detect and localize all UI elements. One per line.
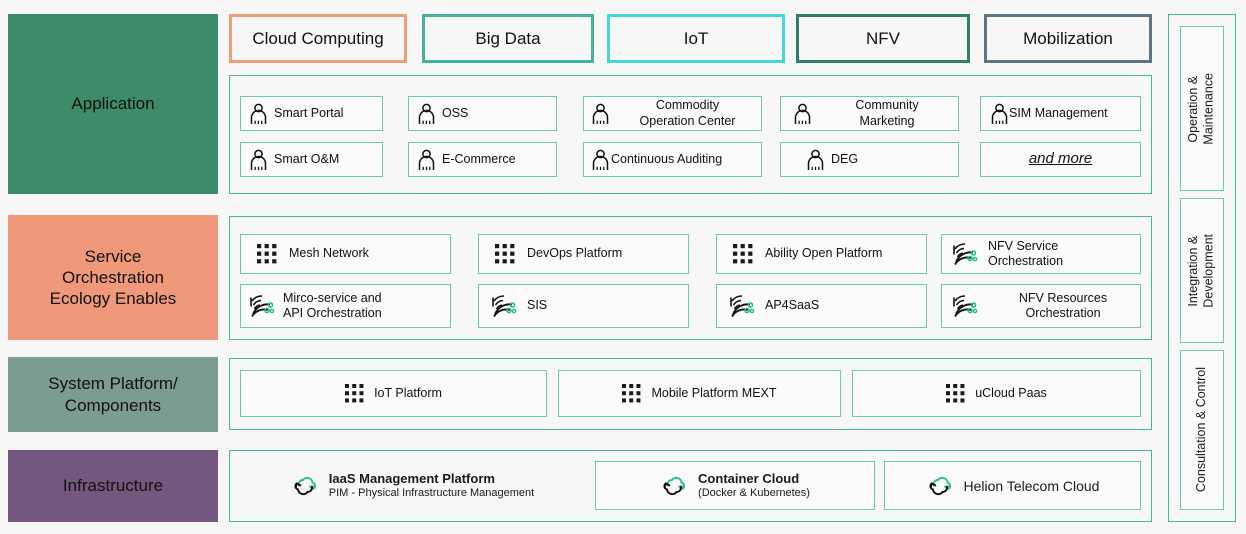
app-item-sim-management[interactable]: SIM Management <box>980 96 1141 131</box>
system-item-label: IoT Platform <box>374 385 442 400</box>
person-icon <box>591 103 610 125</box>
person-icon <box>417 103 436 125</box>
person-icon <box>990 103 1009 125</box>
grid-dots-icon <box>622 384 641 403</box>
orchestration-icon <box>729 294 757 318</box>
app-item-community-marketing[interactable]: Community Marketing <box>780 96 959 131</box>
service-item-label: NFV Resources Orchestration <box>1018 290 1108 320</box>
service-item-ap4saas[interactable]: AP4SaaS <box>716 284 927 328</box>
service-item-nfv-service-orchestration[interactable]: NFV Service Orchestration <box>941 234 1141 274</box>
service-item-label: DevOps Platform <box>527 246 623 261</box>
infra-item-helion-telecom-cloud[interactable]: Helion Telecom Cloud <box>884 461 1141 510</box>
rail-item-label: Integration & Development <box>1186 233 1216 308</box>
app-item-smart-om[interactable]: Smart O&M <box>240 142 383 177</box>
service-item-micro-service-api-orchestration[interactable]: Mirco-service and API Orchestration <box>240 284 451 328</box>
person-icon <box>417 149 436 171</box>
service-item-label: SIS <box>527 298 548 313</box>
infra-item-sublabel: PIM - Physical Infrastructure Management <box>328 486 535 499</box>
person-icon <box>591 149 610 171</box>
orchestration-icon <box>952 294 980 318</box>
rail-item-consultation-control[interactable]: Consultation & Control <box>1180 350 1224 510</box>
grid-dots-icon <box>946 384 965 403</box>
tag-label: NFV <box>866 28 900 48</box>
system-item-mobile-platform-mext[interactable]: Mobile Platform MEXT <box>558 370 841 417</box>
app-item-and-more[interactable]: and more <box>980 142 1141 177</box>
layer-title: Service Orchestration Ecology Enables <box>49 246 177 309</box>
service-item-label: AP4SaaS <box>765 298 820 313</box>
app-item-e-commerce[interactable]: E-Commerce <box>408 142 557 177</box>
infra-item-container-cloud[interactable]: Container Cloud (Docker & Kubernetes) <box>595 461 875 510</box>
tag-cloud-computing[interactable]: Cloud Computing <box>229 14 407 63</box>
app-item-deg[interactable]: DEG <box>780 142 959 177</box>
app-item-label: E-Commerce <box>442 151 516 166</box>
grid-dots-icon <box>257 244 277 264</box>
layer-title: Application <box>71 94 155 114</box>
orchestration-icon <box>491 294 519 318</box>
app-item-smart-portal[interactable]: Smart Portal <box>240 96 383 131</box>
system-item-ucloud-paas[interactable]: uCloud Paas <box>852 370 1141 417</box>
cloud-refresh-icon <box>291 474 319 498</box>
infra-item-label: Container Cloud <box>698 470 800 486</box>
tag-label: IoT <box>683 28 709 48</box>
person-icon <box>793 103 812 125</box>
infra-item-sublabel: (Docker & Kubernetes) <box>698 486 810 499</box>
grid-dots-icon <box>345 384 364 403</box>
app-item-label: DEG <box>831 151 859 166</box>
service-item-label: Mirco-service and API Orchestration <box>283 290 382 320</box>
orchestration-icon <box>249 294 277 318</box>
app-item-label: Continuous Auditing <box>611 151 723 166</box>
app-item-label: Smart O&M <box>274 151 340 166</box>
layer-label-service-orchestration: Service Orchestration Ecology Enables <box>8 215 218 340</box>
layer-label-infrastructure: Infrastructure <box>8 450 218 522</box>
cloud-refresh-icon <box>660 474 688 498</box>
app-item-label: Community Marketing <box>855 98 919 128</box>
app-item-label: Commodity Operation Center <box>639 98 736 128</box>
rail-item-operation-maintenance[interactable]: Operation & Maintenance <box>1180 26 1224 191</box>
app-item-label: SIM Management <box>1009 105 1108 120</box>
tag-big-data[interactable]: Big Data <box>422 14 594 63</box>
tag-iot[interactable]: IoT <box>607 14 785 63</box>
service-item-devops-platform[interactable]: DevOps Platform <box>478 234 689 274</box>
infra-item-label: IaaS Management Platform <box>328 470 495 486</box>
infra-item-label: Helion Telecom Cloud <box>963 477 1100 494</box>
tag-mobilization[interactable]: Mobilization <box>984 14 1152 63</box>
app-item-label: and more <box>1028 150 1093 168</box>
orchestration-icon <box>952 242 980 266</box>
app-item-continuous-auditing[interactable]: Continuous Auditing <box>583 142 762 177</box>
service-item-sis[interactable]: SIS <box>478 284 689 328</box>
service-item-mesh-network[interactable]: Mesh Network <box>240 234 451 274</box>
app-item-commodity-operation-center[interactable]: Commodity Operation Center <box>583 96 762 131</box>
rail-item-label: Operation & Maintenance <box>1186 72 1216 145</box>
layer-title: System Platform/ Components <box>48 374 178 415</box>
rail-item-label: Consultation & Control <box>1194 367 1209 493</box>
app-item-label: Smart Portal <box>274 105 344 120</box>
person-icon <box>249 103 268 125</box>
service-item-label: Ability Open Platform <box>765 246 883 261</box>
app-item-label: OSS <box>442 105 469 120</box>
tag-label: Big Data <box>475 28 541 48</box>
tag-nfv[interactable]: NFV <box>796 14 970 63</box>
app-item-oss[interactable]: OSS <box>408 96 557 131</box>
tag-label: Mobilization <box>1023 28 1113 48</box>
system-item-label: Mobile Platform MEXT <box>651 385 777 400</box>
service-item-nfv-resources-orchestration[interactable]: NFV Resources Orchestration <box>941 284 1141 328</box>
service-item-label: Mesh Network <box>289 246 369 261</box>
grid-dots-icon <box>495 244 515 264</box>
person-icon <box>806 149 825 171</box>
cloud-refresh-icon <box>926 474 954 498</box>
rail-item-integration-development[interactable]: Integration & Development <box>1180 198 1224 343</box>
service-item-ability-open-platform[interactable]: Ability Open Platform <box>716 234 927 274</box>
layer-title: Infrastructure <box>62 476 164 496</box>
tag-label: Cloud Computing <box>252 28 384 48</box>
person-icon <box>249 149 268 171</box>
service-item-label: NFV Service Orchestration <box>988 238 1064 268</box>
grid-dots-icon <box>733 244 753 264</box>
layer-label-application: Application <box>8 14 218 194</box>
system-item-iot-platform[interactable]: IoT Platform <box>240 370 547 417</box>
infra-item-iaas-management-platform[interactable]: IaaS Management Platform PIM - Physical … <box>240 461 585 510</box>
layer-label-system-platform: System Platform/ Components <box>8 357 218 432</box>
system-item-label: uCloud Paas <box>975 385 1047 400</box>
